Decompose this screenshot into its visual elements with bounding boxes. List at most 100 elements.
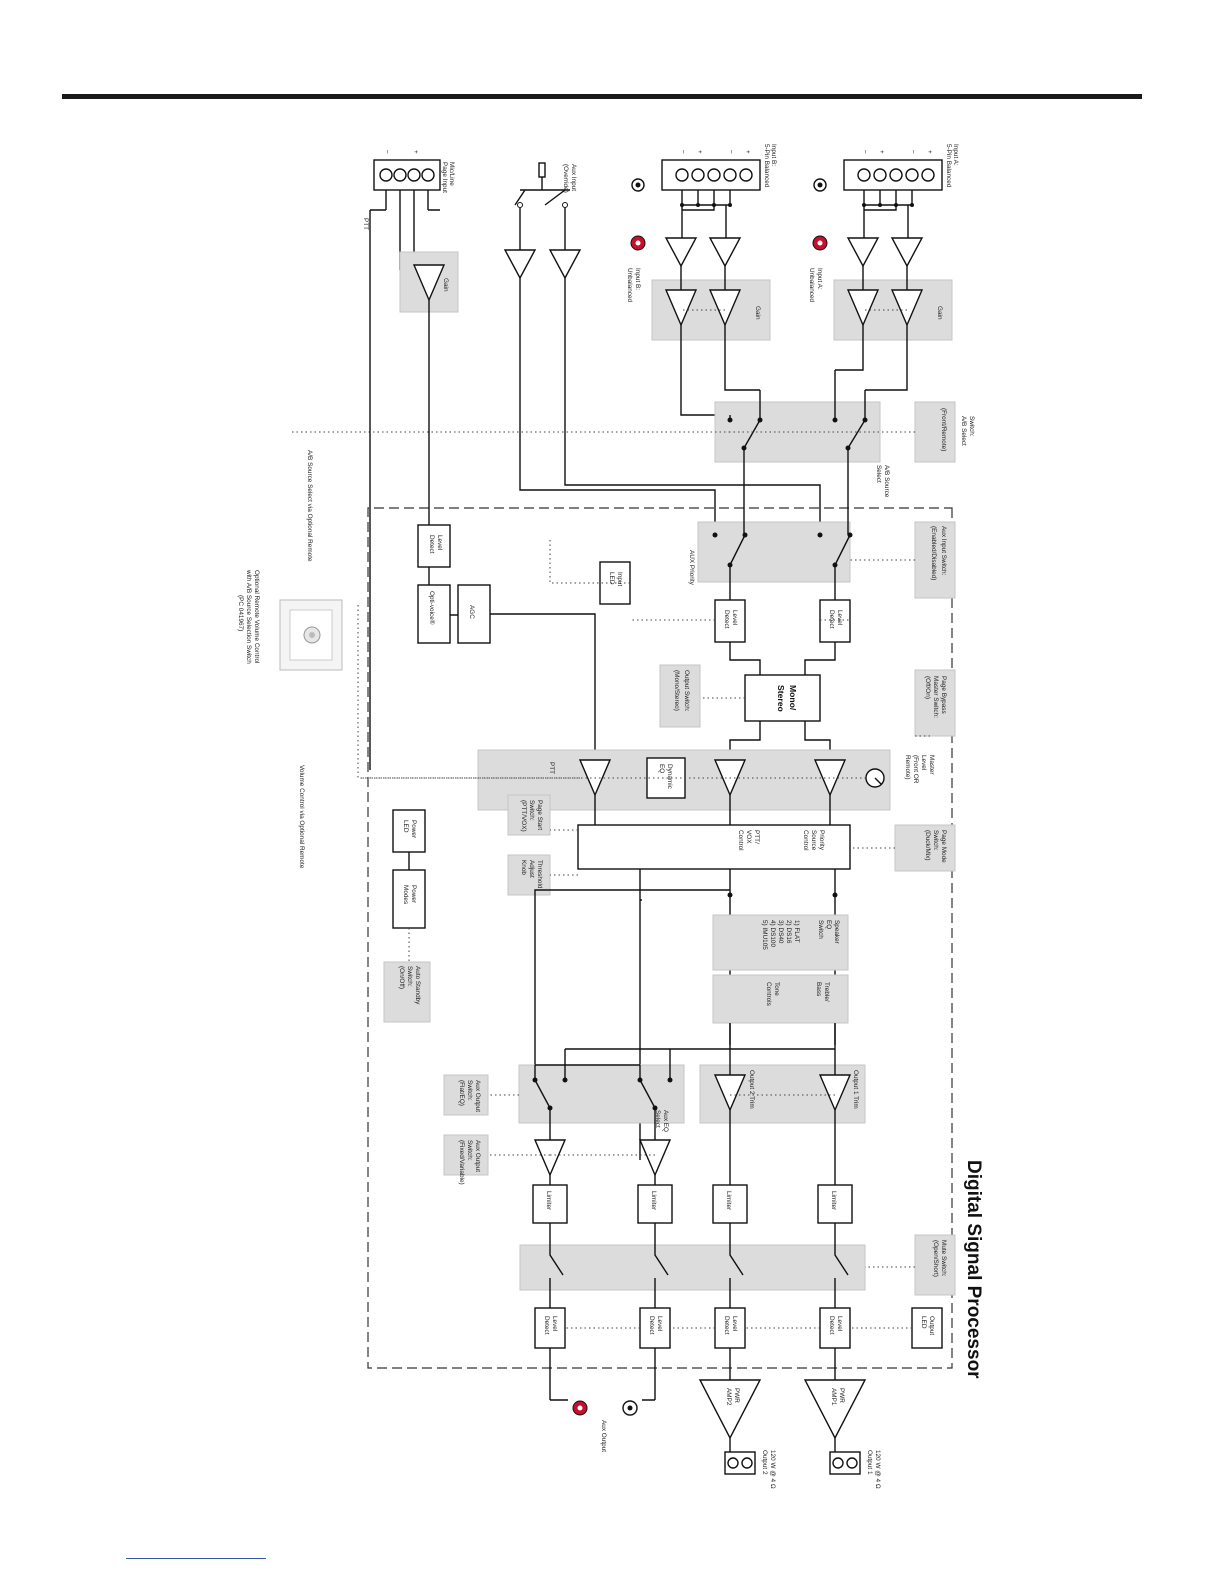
output-level-detect-2-label-1: Level [731,1316,738,1331]
priority-control-label-3: Control [802,830,809,851]
aux-priority-switch-b [712,532,748,568]
page-start-label-1: Page Start [536,800,543,830]
tone-controls-block [712,974,849,1024]
input-a-unbalanced-label-1: Input A: [816,268,823,290]
mic-line-label-1: Mic/Line [448,162,455,186]
level-detect-a-label-1: Level [836,610,843,625]
page-mode-label-1: Page Mode [940,830,947,863]
ab-select-label-1: A/B Select [960,416,967,446]
output2-terminal [724,1451,756,1475]
level-detect-a-label-2: Detect [828,610,835,629]
tone-controls-label-1: Treble/ [823,982,830,1002]
auto-standby-box [383,961,431,1023]
pin-plus-a1: + [926,150,933,154]
page-bypass-box [914,669,956,737]
output1-label-2: 120 W @ 4 Ω [874,1450,881,1489]
opti-voice-block [417,584,451,644]
output-level-detect-3-label-2: Detect [648,1316,655,1335]
input-b-balanced-label-1: Input B: [770,144,777,166]
output2-label-2: 120 W @ 4 Ω [769,1450,776,1489]
agc-label: AGC [468,605,475,619]
output2-label-1: Output 2 [761,1450,768,1475]
remote-caption-2: with A/B Source Selection Switch [245,569,252,664]
header-rule [62,94,1142,99]
aux-input-buffer-2 [503,249,537,280]
priority-control-block [577,824,851,870]
auto-standby-label-1: Auto Standby [414,966,421,1005]
master-level-label-1: Master [928,755,935,775]
speaker-eq-label-3: Switch [817,920,824,939]
output-level-detect-2-label-2: Detect [723,1316,730,1335]
input-b-buffer-1 [708,237,742,268]
ptt-vox-label-1: PTT/ [753,830,760,844]
pwr-amp1-label-1: PWR [838,1388,845,1403]
speaker-eq-opt-4: 4) DS100 [769,920,776,947]
limiter-1-label: Limiter [830,1191,837,1211]
aux-input-label-1: Aux Input [570,164,577,191]
aux-output-label: Aux Output [600,1420,607,1452]
dsp-boundary [367,507,953,1369]
page-start-label-3: (PTT/VOX) [520,800,527,832]
pin-minus-b1: – [728,150,735,154]
input-a-balanced-label-1: Input A: [952,144,959,166]
aux-output-switch-eq-box [443,1074,489,1116]
output-level-detect-1-label-2: Detect [828,1316,835,1335]
mute-block [519,1244,866,1291]
mic-line-label-2: Page Input [441,162,448,193]
ab-select-switch-box [914,401,956,463]
limiter-4-label: Limiter [545,1191,552,1211]
remote-volume-control-device [279,599,343,671]
limiter-3-label: Limiter [650,1191,657,1211]
ab-select-label-3: (Front/Remote) [940,408,947,451]
pin-minus-a1: – [910,150,917,154]
pin-plus-a2: + [878,150,885,154]
output-switch-label-2: (Mono/Stereo) [673,670,680,711]
aux-output-switch-level-label-2: Switch: [466,1140,473,1161]
page-start-label-2: Switch: [528,800,535,821]
pin-plus-mic: + [412,150,419,154]
level-detect-b-label-1: Level [731,610,738,625]
page-start-box [507,794,551,836]
opti-voice-label: Opti-voice® [428,591,436,625]
aux-output-amp-1 [638,1139,672,1177]
aux-input-switch-label-1: Aux Input Switch: [940,526,947,576]
aux-output-switch-eq-label-1: Aux Output [474,1080,481,1112]
pwr-amp1-label-2: AMP1 [830,1388,837,1406]
dynamic-eq-label-1: Dynamic [666,764,673,790]
pwr-amp2 [698,1379,762,1440]
mute-switch-label-1: Mute Switch: [940,1240,947,1277]
input-a-unbalanced-label-2: Unbalanced [808,268,815,303]
page-bypass-label-2: Master Switch: [932,676,939,718]
threshold-label-2: Adjust [528,860,535,878]
input-b-pins [675,168,753,182]
power-modes-label-2: Modes [402,885,409,904]
level-detect-page-label-2: Detect [428,535,435,554]
aux-input-jack [538,162,546,178]
speaker-eq-opt-3: 3) DS40 [777,920,784,944]
input-b-gain-label: Gain [754,306,761,320]
input-b-balanced-label-2: 5-Pin Balanced [763,144,770,188]
mic-line-connector [373,159,441,191]
output1-label-1: Output 1 [866,1450,873,1475]
input-a-buffer-2 [846,237,880,268]
aux-output-amp-2 [533,1139,567,1177]
mute-switch-box [914,1234,956,1296]
input-a-pins [857,168,935,182]
input-led-label-2: LED [608,572,615,585]
pwr-amp2-label-1: PWR [733,1388,740,1403]
output-switch-box [659,664,701,728]
mic-gain-label: Gain [442,278,449,292]
mono-stereo-label-2: Stereo [776,685,786,712]
power-modes-label-1: Power [410,885,417,904]
aux-input-switch-label-2: (Enabled/Disabled) [930,526,937,580]
level-detect-page [417,524,451,568]
aux-output-switch-level-label-1: Aux Output [474,1140,481,1172]
page-bypass-label-1: Page Bypass [940,676,947,714]
mic-line-pins [379,168,435,182]
pin-plus-b2: + [696,150,703,154]
speaker-eq-opt-5: 5) IMU105 [761,920,768,950]
input-a-buffer-1 [890,237,924,268]
power-led-label-2: LED [402,820,409,833]
speaker-eq-opt-2: 2) DS16 [785,920,792,944]
